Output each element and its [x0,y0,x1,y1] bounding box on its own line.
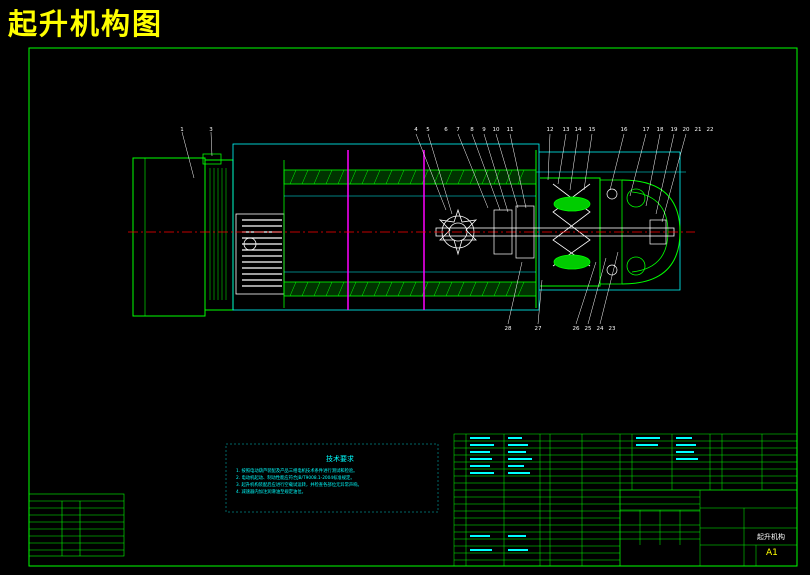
drum-top-wall [283,169,537,185]
drum-bottom-wall [283,281,537,297]
requirement-item: 1. 按照电动葫芦装配及产品三相电机技术条件进行测试和检验。 [236,469,358,474]
part-balloon-9: 9 [482,127,486,133]
outer-frame [232,143,540,311]
part-balloon-3: 3 [209,127,213,133]
part-balloon-18: 18 [657,127,664,133]
part-balloon-24: 24 [597,326,604,332]
motor-body [132,157,206,317]
part-balloon-10: 10 [493,127,500,133]
parts-list-marks [470,437,698,551]
part-balloon-14: 14 [575,127,582,133]
part-balloon-6: 6 [444,127,448,133]
parameter-table [28,493,125,557]
motor-flange [204,159,234,311]
part-balloon-23: 23 [609,326,616,332]
technical-requirements-title: 技术要求 [326,455,354,463]
part-balloon-12: 12 [547,127,554,133]
sheet-border [28,47,798,567]
requirement-item: 4. 减速器内加注润滑油至规定油位。 [236,490,306,495]
part-balloon-16: 16 [621,127,628,133]
requirements-box [225,443,439,513]
part-balloon-11: 11 [507,127,514,133]
motor-fins [209,168,227,300]
part-balloon-22: 22 [707,127,714,133]
part-balloon-25: 25 [585,326,592,332]
part-balloon-21: 21 [695,127,702,133]
requirement-item: 3. 起升机构装配后应进行空载试运转，并检查各部位无异常声响。 [236,483,362,488]
gearbox [540,177,681,287]
part-balloon-26: 26 [573,326,580,332]
part-balloon-13: 13 [563,127,570,133]
leader-lines [181,131,687,325]
requirement-item: 2. 电动机起动、制动性能应符合JB/T9008.1-2004标准规定。 [236,476,355,481]
part-balloon-7: 7 [456,127,460,133]
part-balloon-28: 28 [505,326,512,332]
part-balloon-19: 19 [671,127,678,133]
part-balloon-4: 4 [414,127,418,133]
part-balloon-1: 1 [180,127,184,133]
parts-list-table [453,433,798,567]
part-balloon-15: 15 [589,127,596,133]
part-balloon-17: 17 [643,127,650,133]
drawing-title: 起升机构图 [8,7,164,41]
hoist-assembly [128,143,695,317]
part-balloon-5: 5 [426,127,430,133]
technical-requirements-list: 1. 按照电动葫芦装配及产品三相电机技术条件进行测试和检验。 2. 电动机起动、… [236,468,426,496]
part-balloon-27: 27 [535,326,542,332]
title-block-drawing-name: 起升机构 [757,533,785,541]
part-balloon-8: 8 [470,127,474,133]
title-block-sheet-size: A1 [766,548,778,558]
part-balloon-20: 20 [683,127,690,133]
